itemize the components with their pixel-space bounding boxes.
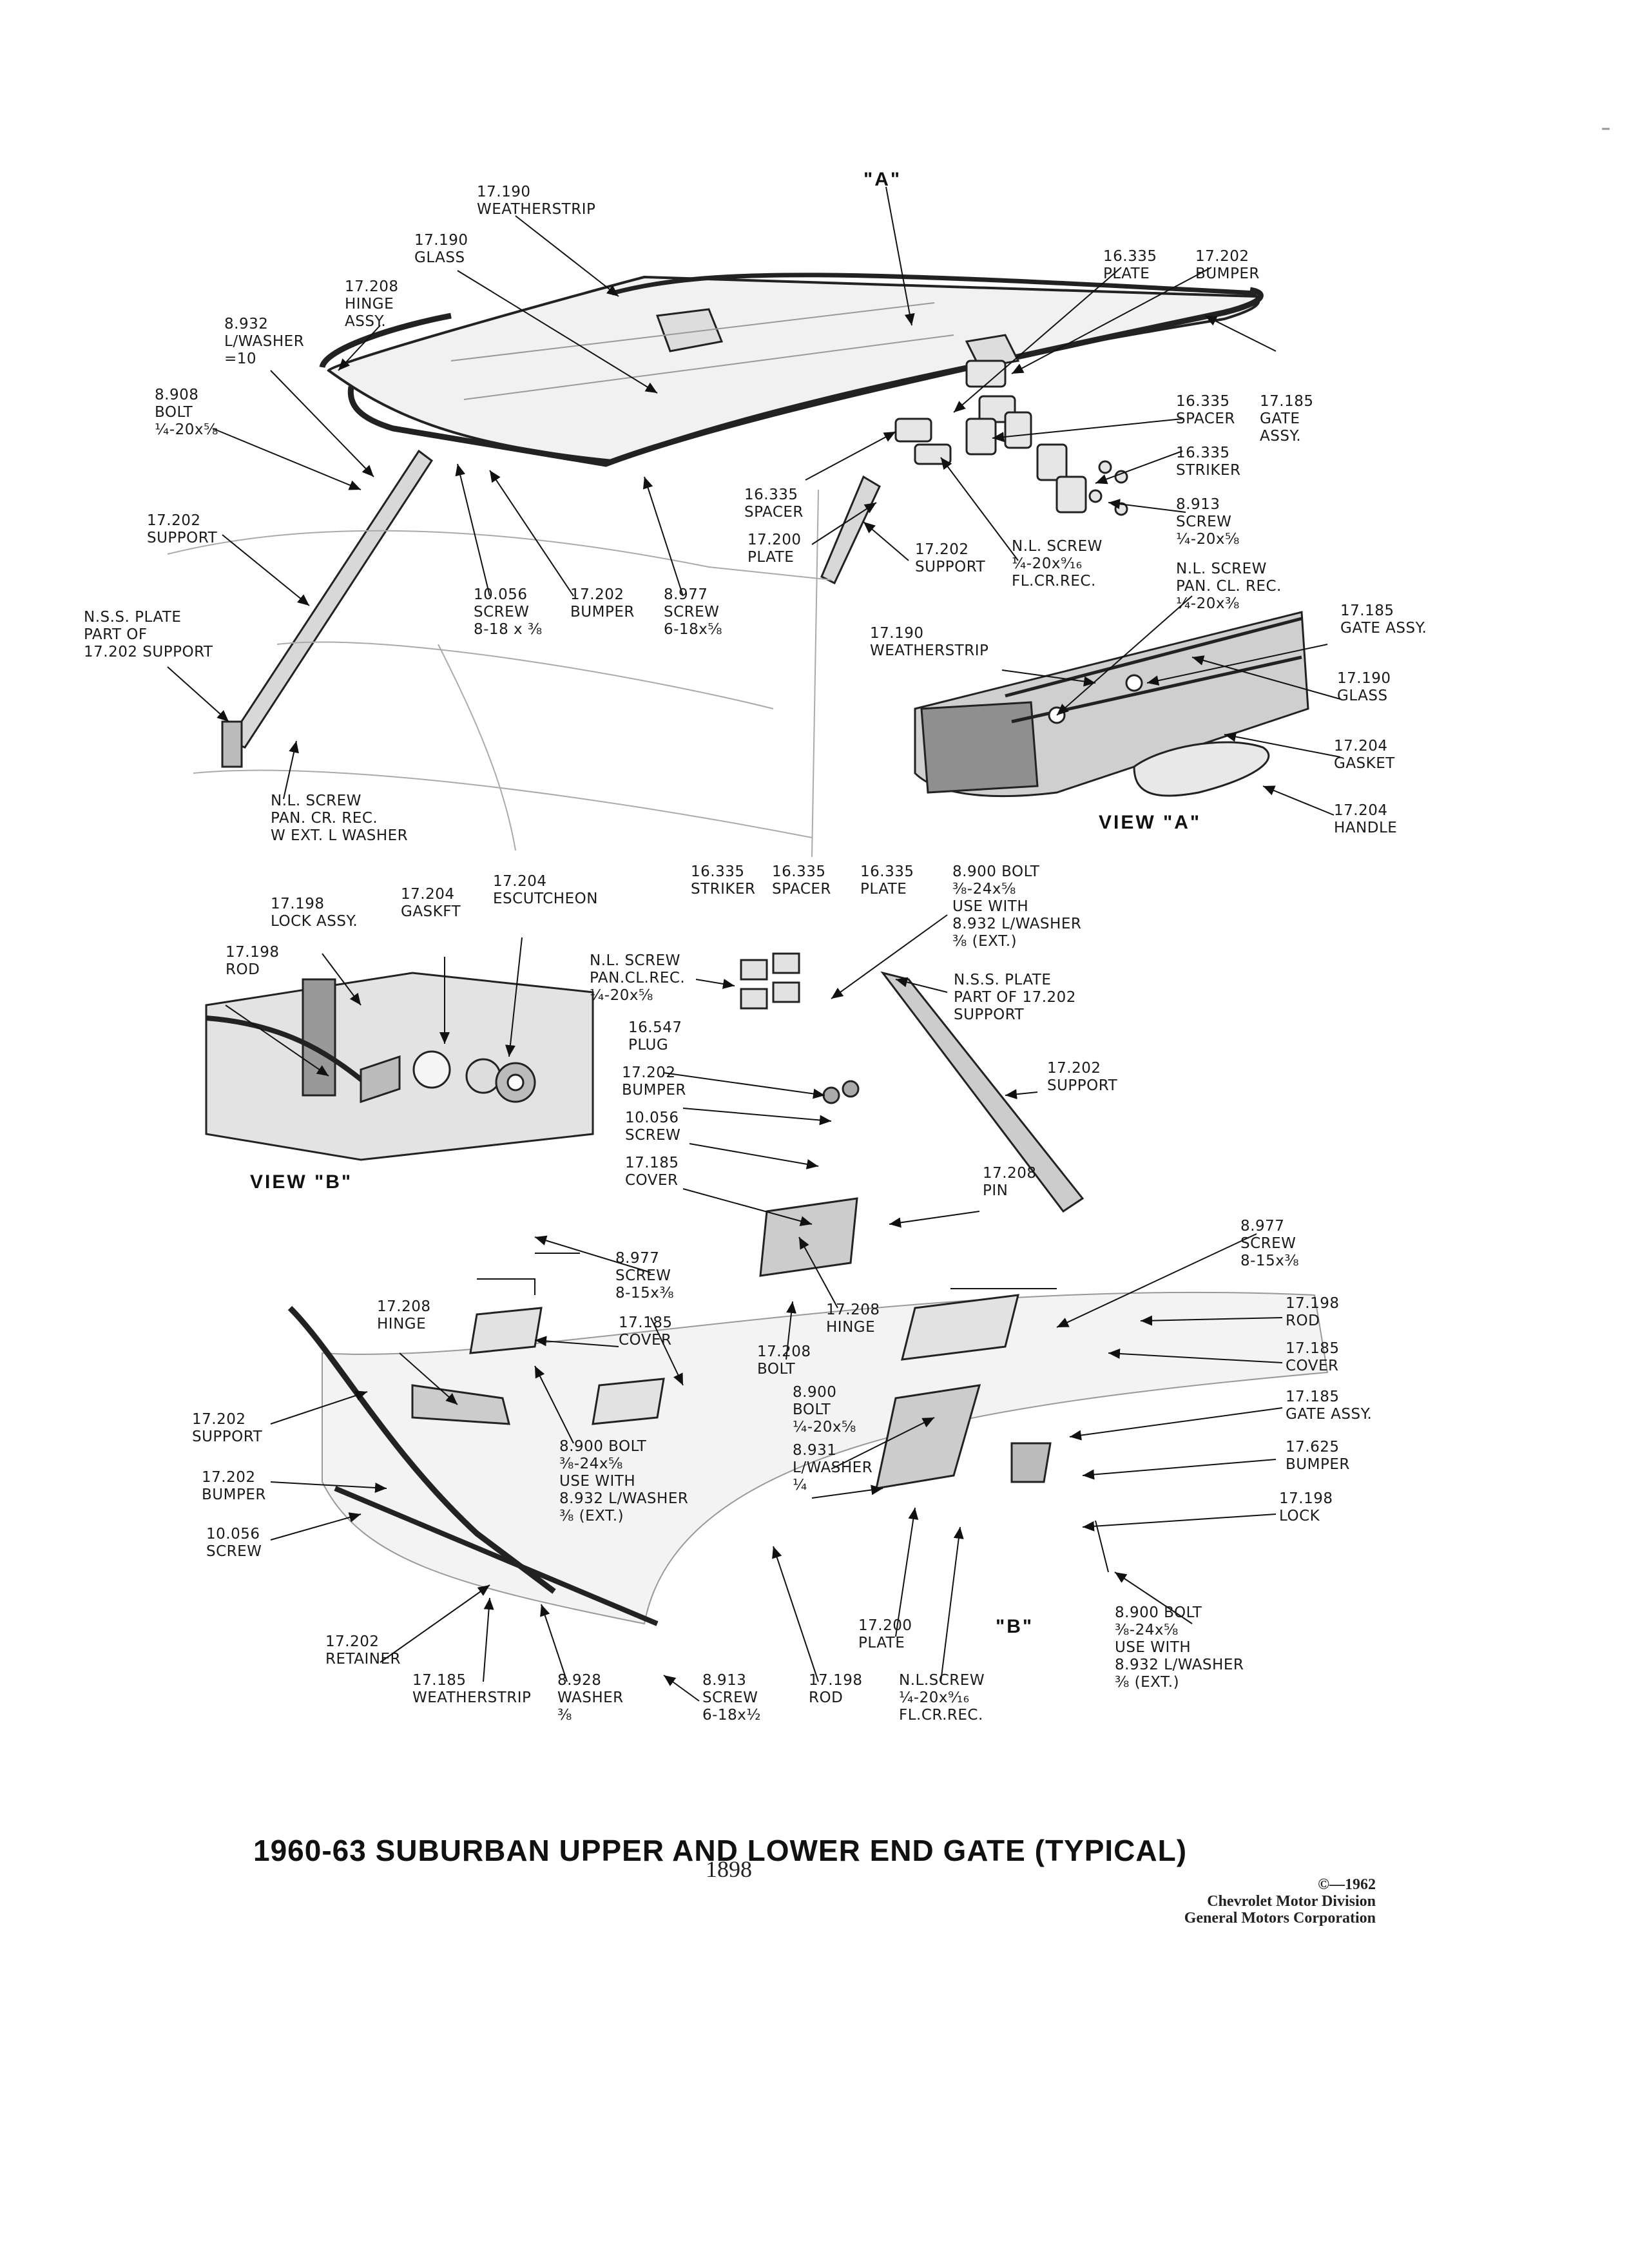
label-16335-striker-center: 16.335 STRIKER bbox=[691, 863, 756, 898]
label-17208-bolt-center: 17.208 BOLT bbox=[757, 1343, 811, 1378]
label-nl-screw-mid: N.L. SCREW ¼-20x⁹⁄₁₆ FL.CR.REC. bbox=[1012, 538, 1103, 590]
label-8977-screw-lower: 8.977 SCREW 8-15x⅜ bbox=[615, 1250, 675, 1302]
label-17185-gate-assy-right: 17.185 GATE ASSY. bbox=[1260, 393, 1314, 445]
label-16335-plate-center: 16.335 PLATE bbox=[860, 863, 914, 898]
label-nss-plate-left: N.S.S. PLATE PART OF 17.202 SUPPORT bbox=[84, 609, 213, 660]
label-17185-cover-center: 17.185 COVER bbox=[625, 1155, 679, 1189]
label-17202-support-mid: 17.202 SUPPORT bbox=[915, 541, 986, 575]
label-17204-handle-view-a: 17.204 HANDLE bbox=[1334, 802, 1398, 836]
view-b-caption: VIEW "B" bbox=[250, 1171, 353, 1193]
label-17202-support-lower-left: 17.202 SUPPORT bbox=[192, 1411, 263, 1445]
label-17204-gasket-view-b: 17.204 GASKFT bbox=[401, 886, 461, 920]
upper-gate-drawing bbox=[319, 273, 1264, 467]
label-17198-rod-right: 17.198 ROD bbox=[1286, 1295, 1340, 1329]
label-17204-escutcheon-view-b: 17.204 ESCUTCHEON bbox=[493, 873, 598, 907]
label-17202-bumper-center: 17.202 BUMPER bbox=[622, 1064, 686, 1099]
label-17202-bumper-lower-left: 17.202 BUMPER bbox=[202, 1469, 266, 1503]
page-number: 1898 bbox=[706, 1856, 752, 1882]
label-nss-plate-center: N.S.S. PLATE PART OF 17.202 SUPPORT bbox=[954, 972, 1076, 1023]
car-body-outline bbox=[167, 489, 832, 858]
label-17198-lock-assy-view-b: 17.198 LOCK ASSY. bbox=[271, 896, 358, 930]
label-17208-hinge-assy-top: 17.208 HINGE ASSY. bbox=[345, 278, 399, 330]
view-b-marker: "B" bbox=[996, 1616, 1034, 1637]
label-8931-lwasher: 8.931 L/WASHER ¼ bbox=[793, 1442, 873, 1494]
label-17185-gate-assy-right-lower: 17.185 GATE ASSY. bbox=[1286, 1389, 1373, 1423]
label-17185-cover-lower: 17.185 COVER bbox=[619, 1314, 673, 1349]
view-a-caption: VIEW "A" bbox=[1099, 812, 1202, 833]
upper-gate-glass bbox=[327, 275, 1260, 463]
label-8900-bolt-center: 8.900 BOLT ⅜-24x⅝ USE WITH 8.932 L/WASHE… bbox=[952, 863, 1082, 950]
leader-lines bbox=[167, 186, 1341, 1702]
label-17200-plate-lower: 17.200 PLATE bbox=[858, 1617, 912, 1651]
label-8977-screw-right-lower: 8.977 SCREW 8-15x⅜ bbox=[1240, 1218, 1300, 1269]
label-17202-support-left: 17.202 SUPPORT bbox=[147, 512, 218, 546]
label-17198-lock-right: 17.198 LOCK bbox=[1279, 1490, 1333, 1524]
label-nl-screw-center: N.L. SCREW PAN.CL.REC. ¼-20x⅝ bbox=[590, 952, 686, 1004]
label-8908-bolt-top: 8.908 BOLT ¼-20x⅝ bbox=[155, 387, 218, 438]
upper-gate-hardware bbox=[894, 360, 1128, 516]
label-17190-weatherstrip-view-a: 17.190 WEATHERSTRIP bbox=[870, 625, 989, 659]
label-17204-gasket-view-a: 17.204 GASKET bbox=[1334, 738, 1395, 772]
label-17185-weatherstrip: 17.185 WEATHERSTRIP bbox=[412, 1672, 532, 1706]
label-8900-bolt-lower-right: 8.900 BOLT ⅜-24x⅝ USE WITH 8.932 L/WASHE… bbox=[1115, 1604, 1244, 1691]
label-17208-hinge-center: 17.208 HINGE bbox=[826, 1302, 880, 1336]
label-8977-screw-top: 8.977 SCREW 6-18x⅝ bbox=[664, 586, 723, 638]
label-17202-bumper-right: 17.202 BUMPER bbox=[1195, 248, 1260, 282]
label-nl-screw-view-a: N.L. SCREW PAN. CL. REC. ¼-20x⅜ bbox=[1176, 561, 1282, 612]
label-17198-rod-lower: 17.198 ROD bbox=[809, 1672, 863, 1706]
label-17202-retainer: 17.202 RETAINER bbox=[325, 1633, 401, 1667]
label-17208-pin: 17.208 PIN bbox=[983, 1165, 1037, 1199]
label-16335-spacer-center: 16.335 SPACER bbox=[772, 863, 831, 898]
label-8900-bolt-lower-mid: 8.900 BOLT ⅜-24x⅝ USE WITH 8.932 L/WASHE… bbox=[559, 1438, 689, 1524]
label-16335-spacer-mid: 16.335 SPACER bbox=[744, 486, 804, 521]
label-10056-screw-top: 10.056 SCREW 8-18 x ⅜ bbox=[474, 586, 543, 638]
label-17185-cover-right: 17.185 COVER bbox=[1286, 1340, 1340, 1374]
label-17190-glass-view-a: 17.190 GLASS bbox=[1337, 670, 1391, 704]
label-17190-weatherstrip-top: 17.190 WEATHERSTRIP bbox=[477, 184, 596, 218]
label-16335-striker-right: 16.335 STRIKER bbox=[1176, 445, 1241, 479]
label-8900-bolt-lower-center: 8.900 BOLT ¼-20x⅝ bbox=[793, 1384, 856, 1436]
view-a-drawing bbox=[914, 611, 1309, 798]
label-8928-washer: 8.928 WASHER ⅜ bbox=[557, 1672, 624, 1724]
label-10056-screw-lower-left: 10.056 SCREW bbox=[206, 1526, 262, 1560]
label-16335-plate-top: 16.335 PLATE bbox=[1103, 248, 1157, 282]
label-17202-support-center: 17.202 SUPPORT bbox=[1047, 1060, 1118, 1094]
upper-gate-weatherstrip-top bbox=[612, 273, 1257, 296]
bracket-lines bbox=[477, 1253, 1109, 1573]
view-a-top-marker: "A" bbox=[863, 169, 902, 190]
label-16335-spacer-right: 16.335 SPACER bbox=[1176, 393, 1235, 427]
label-16547-plug: 16.547 PLUG bbox=[628, 1019, 682, 1053]
copyright-year: ©—1962 bbox=[1318, 1876, 1376, 1893]
view-b-drawing bbox=[205, 972, 594, 1161]
label-10056-screw-center: 10.056 SCREW bbox=[625, 1110, 681, 1144]
page-title: 1960-63 SUBURBAN UPPER AND LOWER END GAT… bbox=[253, 1834, 1188, 1867]
label-17625-bumper-right: 17.625 BUMPER bbox=[1286, 1439, 1350, 1473]
label-nl-screw-lower: N.L.SCREW ¼-20x⁹⁄₁₆ FL.CR.REC. bbox=[899, 1672, 985, 1724]
label-17198-rod-view-b: 17.198 ROD bbox=[226, 944, 280, 978]
label-17200-plate-mid: 17.200 PLATE bbox=[747, 532, 802, 566]
label-nl-screw-left: N.L. SCREW PAN. CR. REC. W EXT. L WASHER bbox=[271, 793, 409, 844]
copyright-line2: General Motors Corporation bbox=[1184, 1910, 1376, 1927]
label-17185-gate-assy-view-a: 17.185 GATE ASSY. bbox=[1340, 602, 1427, 637]
label-8913-screw-right: 8.913 SCREW ¼-20x⅝ bbox=[1176, 496, 1240, 548]
copyright-line1: Chevrolet Motor Division bbox=[1207, 1893, 1376, 1910]
label-8913-screw-lower: 8.913 SCREW 6-18x½ bbox=[702, 1672, 762, 1724]
label-8932-lwasher-top: 8.932 L/WASHER =10 bbox=[224, 316, 305, 367]
label-17208-hinge-lower: 17.208 HINGE bbox=[377, 1298, 431, 1332]
label-17190-glass-top: 17.190 GLASS bbox=[414, 232, 468, 266]
label-17202-bumper-top: 17.202 BUMPER bbox=[570, 586, 635, 620]
